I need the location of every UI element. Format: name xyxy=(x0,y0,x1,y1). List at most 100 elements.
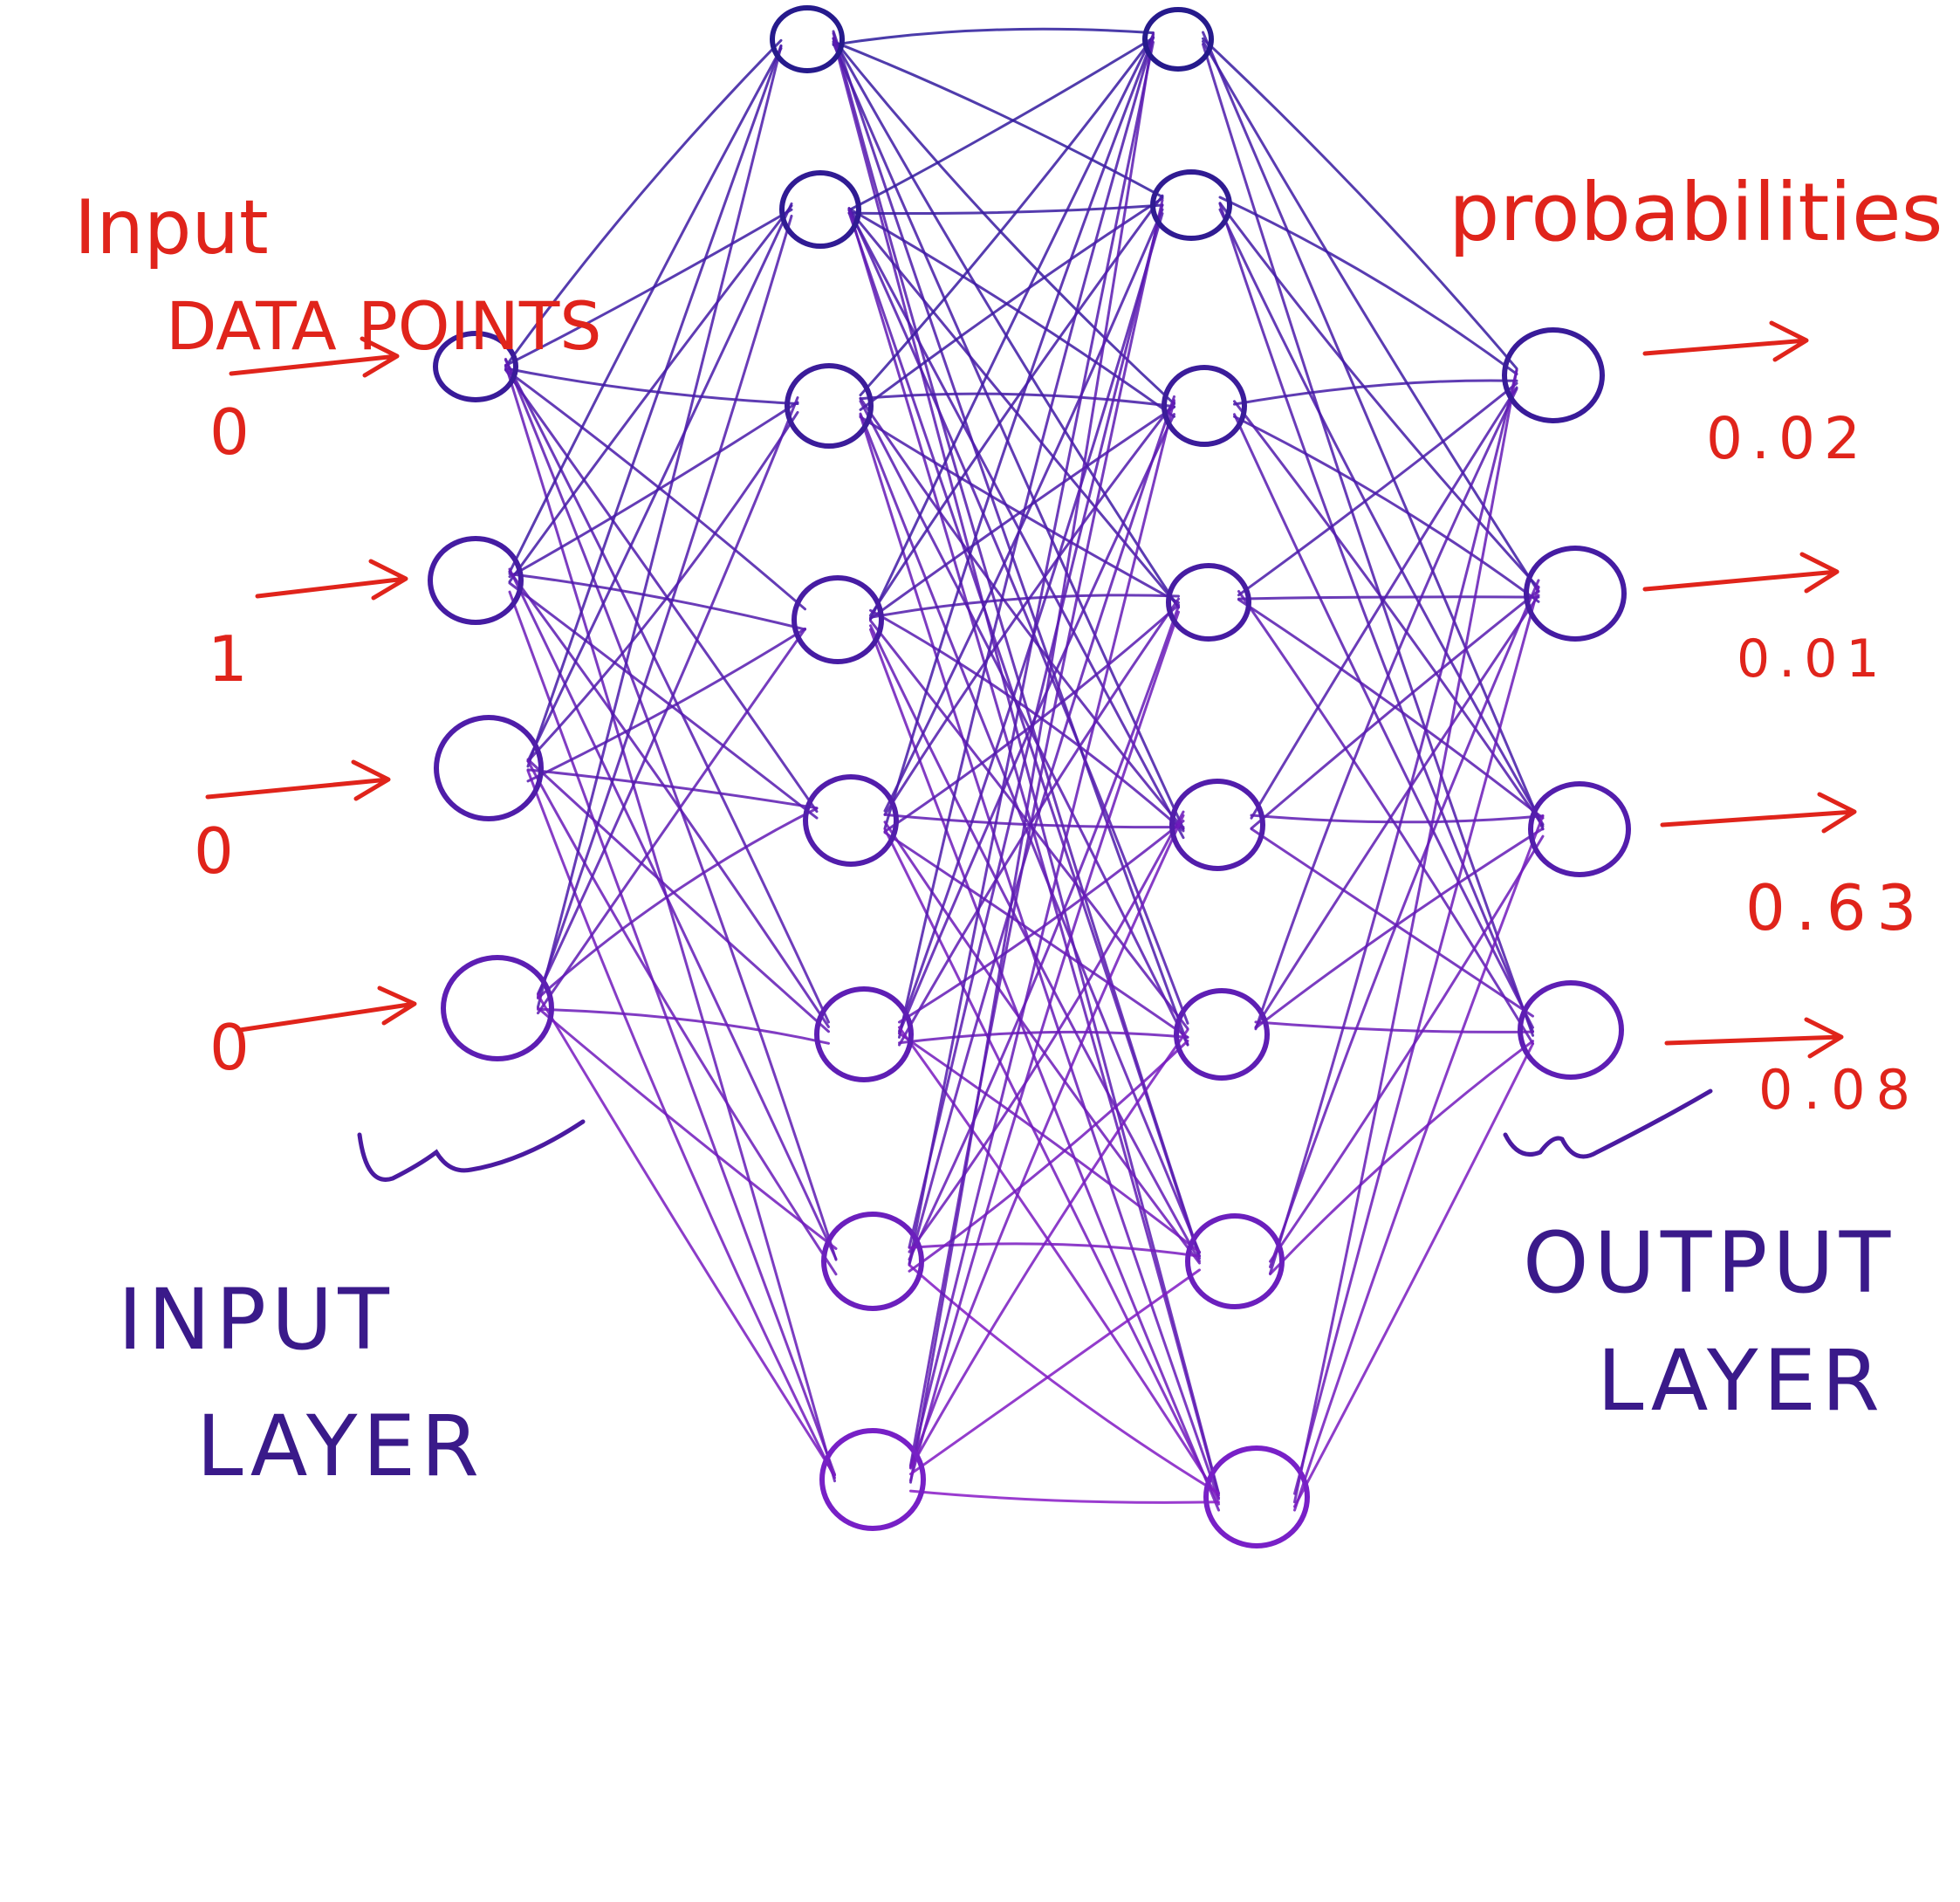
edge-hidden-layer-2-2-to-4 xyxy=(1218,203,1534,1033)
edge-input-layer-3-to-8 xyxy=(526,769,836,1480)
edge-hidden-layer-1-4-to-8 xyxy=(869,628,1220,1512)
output-layer-node-4 xyxy=(1518,980,1624,1080)
probabilities-title: probabilities xyxy=(1449,166,1943,259)
hidden-layer-1-node-4 xyxy=(792,575,884,664)
input-datapoints-title-line2: DATA POINTS xyxy=(166,287,602,365)
output-squiggle xyxy=(1503,1088,1713,1159)
edge-hidden-layer-1-5-to-5 xyxy=(883,813,1185,829)
output-arrow-2 xyxy=(1642,552,1840,594)
edge-hidden-layer-1-8-to-5 xyxy=(909,814,1185,1469)
hidden-layer-2-node-1 xyxy=(1142,7,1214,72)
hidden-layer-1-node-3 xyxy=(785,363,874,449)
edge-hidden-layer-2-5-to-3 xyxy=(1250,814,1545,824)
edge-hidden-layer-1-7-to-6 xyxy=(908,1040,1189,1273)
edge-input-layer-4-to-7 xyxy=(537,1006,838,1250)
hidden-layer-1-node-6 xyxy=(814,986,914,1082)
edge-hidden-layer-2-1-to-4 xyxy=(1202,43,1534,1037)
hidden-layer-2-node-3 xyxy=(1162,365,1247,447)
output-value-4: 0.08 xyxy=(1758,1058,1921,1122)
edge-hidden-layer-2-6-to-4 xyxy=(1254,1020,1534,1033)
edge-input-layer-3-to-2 xyxy=(526,202,793,763)
input-arrow-2 xyxy=(255,559,408,601)
edge-input-layer-4-to-3 xyxy=(537,396,799,995)
output-value-3: 0.63 xyxy=(1745,871,1927,944)
edge-hidden-layer-2-6-to-2 xyxy=(1254,594,1540,1029)
edge-hidden-layer-1-4-to-5 xyxy=(869,608,1185,833)
edge-hidden-layer-1-2-to-8 xyxy=(847,208,1220,1497)
edge-hidden-layer-2-1-to-3 xyxy=(1202,31,1545,831)
input-arrows xyxy=(205,336,417,1033)
edge-hidden-layer-1-1-to-3 xyxy=(832,38,1175,406)
edge-input-layer-1-to-3 xyxy=(504,367,799,405)
hidden-layer-1-node-5 xyxy=(803,774,899,867)
edge-hidden-layer-2-8-to-4 xyxy=(1293,1042,1534,1508)
output-arrow-1 xyxy=(1642,320,1809,362)
edge-input-layer-1-to-5 xyxy=(504,368,819,814)
edge-hidden-layer-1-6-to-6 xyxy=(898,1030,1189,1045)
edge-input-layer-3-to-5 xyxy=(526,768,819,810)
input-arrow-3 xyxy=(205,759,391,801)
edge-input-layer-1-to-4 xyxy=(504,368,806,611)
edge-hidden-layer-2-7-to-1 xyxy=(1269,368,1518,1275)
edge-hidden-layer-2-3-to-2 xyxy=(1233,415,1540,603)
edge-hidden-layer-1-2-to-2 xyxy=(847,203,1164,216)
edge-input-layer-2-to-2 xyxy=(508,204,793,583)
input-layer-node-4 xyxy=(441,955,554,1061)
edge-hidden-layer-2-7-to-4 xyxy=(1269,1040,1534,1276)
edge-hidden-layer-1-8-to-2 xyxy=(909,198,1164,1467)
edge-hidden-layer-1-8-to-8 xyxy=(909,1489,1220,1504)
output-layer-label-line1: OUTPUT xyxy=(1523,1214,1895,1312)
output-arrows xyxy=(1642,320,1857,1059)
edge-input-layer-1-to-8 xyxy=(504,363,836,1483)
edge-hidden-layer-1-8-to-7 xyxy=(909,1268,1201,1476)
output-value-1: 0.02 xyxy=(1706,405,1869,472)
edge-hidden-layer-2-3-to-3 xyxy=(1233,400,1545,827)
edge-input-layer-4-to-4 xyxy=(537,628,806,1015)
edge-hidden-layer-2-1-to-1 xyxy=(1202,37,1518,370)
input-arrow-1 xyxy=(229,336,400,378)
output-layer-node-2 xyxy=(1524,546,1627,642)
input-layer-label-line2: LAYER xyxy=(196,1397,484,1495)
edge-hidden-layer-1-1-to-2 xyxy=(832,40,1164,199)
edge-hidden-layer-1-1-to-5 xyxy=(832,42,1185,830)
edge-input-layer-3-to-1 xyxy=(526,44,783,768)
input-squiggle xyxy=(357,1119,586,1182)
network-nodes xyxy=(428,5,1631,1548)
edge-hidden-layer-2-8-to-2 xyxy=(1293,585,1540,1495)
hidden-layer-1-node-1 xyxy=(770,5,845,73)
edge-input-layer-3-to-7 xyxy=(526,759,838,1276)
edge-input-layer-3-to-3 xyxy=(526,410,799,763)
edge-input-layer-1-to-1 xyxy=(504,38,783,368)
output-value-2: 0.01 xyxy=(1737,628,1888,690)
hidden-layer-2-node-6 xyxy=(1174,988,1270,1081)
edge-hidden-layer-2-1-to-2 xyxy=(1202,39,1540,594)
output-layer-node-1 xyxy=(1502,327,1605,423)
edge-hidden-layer-1-4-to-4 xyxy=(869,594,1180,619)
edge-hidden-layer-1-7-to-1 xyxy=(908,40,1155,1266)
edge-input-layer-2-to-3 xyxy=(508,401,799,579)
hidden-layer-2-node-2 xyxy=(1150,169,1232,241)
edge-hidden-layer-2-5-to-2 xyxy=(1250,589,1540,830)
edge-hidden-layer-1-1-to-1 xyxy=(832,27,1155,46)
edge-input-layer-4-to-8 xyxy=(537,993,836,1477)
edge-hidden-layer-1-3-to-1 xyxy=(859,35,1155,397)
edge-input-layer-1-to-2 xyxy=(504,208,793,367)
edge-hidden-layer-2-3-to-1 xyxy=(1233,379,1518,406)
output-arrow-3 xyxy=(1660,792,1857,834)
edge-hidden-layer-1-1-to-6 xyxy=(832,30,1189,1046)
edge-hidden-layer-1-6-to-5 xyxy=(898,820,1185,1024)
edge-hidden-layer-2-2-to-3 xyxy=(1218,208,1545,826)
edge-hidden-layer-1-6-to-1 xyxy=(898,36,1155,1039)
edge-hidden-layer-2-4-to-1 xyxy=(1237,381,1518,597)
input-datapoints-title-line1: Input xyxy=(74,184,269,271)
edge-hidden-layer-2-7-to-3 xyxy=(1269,834,1545,1263)
edge-hidden-layer-1-3-to-6 xyxy=(859,400,1189,1047)
edge-hidden-layer-2-5-to-4 xyxy=(1250,827,1534,1018)
edge-hidden-layer-1-8-to-4 xyxy=(909,610,1180,1482)
edge-hidden-layer-1-5-to-4 xyxy=(883,603,1180,834)
edge-hidden-layer-1-5-to-1 xyxy=(883,36,1155,830)
hidden-layer-2-node-4 xyxy=(1166,563,1251,642)
edge-hidden-layer-1-8-to-3 xyxy=(909,399,1175,1468)
edge-hidden-layer-2-2-to-1 xyxy=(1218,196,1518,375)
